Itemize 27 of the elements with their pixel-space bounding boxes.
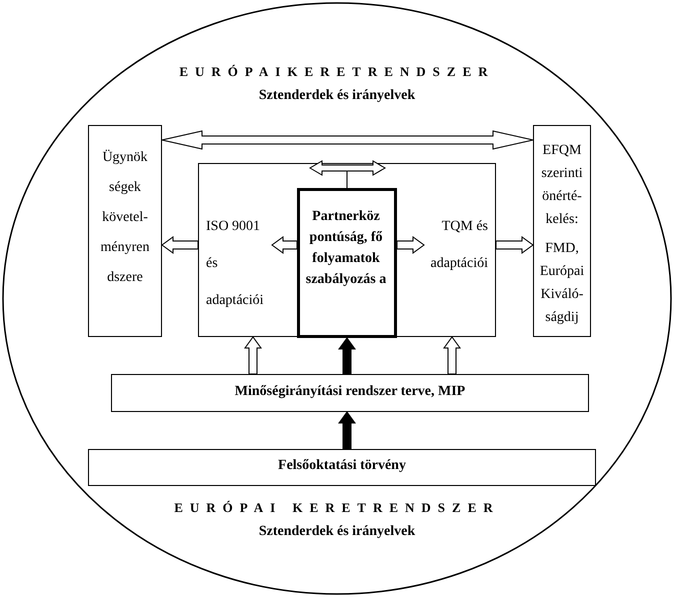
box-text: FMD, Európai Kiváló- ságdij	[538, 240, 586, 327]
core-process-box	[297, 188, 397, 338]
requirements-box	[88, 125, 162, 337]
assessment-box	[533, 125, 591, 337]
plan-box	[111, 374, 589, 412]
block-arrow	[443, 336, 461, 374]
subheading: Sztenderdek és irányelvek	[258, 88, 416, 104]
box-text: Minőségirányítási rendszer terve, MIP	[234, 384, 466, 400]
heading: EURÓPAIKERETRENDSZER	[179, 64, 495, 80]
heading: EURÓPAI KERETRENDSZER	[174, 500, 500, 516]
block-arrow	[396, 236, 425, 254]
block-arrow	[244, 336, 262, 374]
box-text: Partnerköz pontúság, fő folyamatok szabályozás a	[304, 208, 388, 289]
block-arrow	[338, 337, 356, 374]
quality-models-box	[198, 163, 496, 337]
block-arrow	[161, 236, 198, 254]
box-text: TQM és adaptációi	[430, 208, 488, 282]
box-text: Ügynök ségek követel- ményren dszere	[100, 148, 150, 287]
box-text: EFQM szerinti önérté- kelés:	[540, 142, 584, 229]
law-box	[88, 449, 596, 486]
block-arrow	[271, 236, 298, 254]
box-text: Felsőoktatási törvény	[277, 458, 407, 474]
subheading: Sztenderdek és irányelvek	[258, 524, 416, 540]
block-arrow	[162, 130, 534, 150]
box-text: ISO 9001 és adaptációi	[206, 208, 268, 319]
block-arrow	[338, 411, 356, 450]
block-arrow	[496, 236, 534, 254]
